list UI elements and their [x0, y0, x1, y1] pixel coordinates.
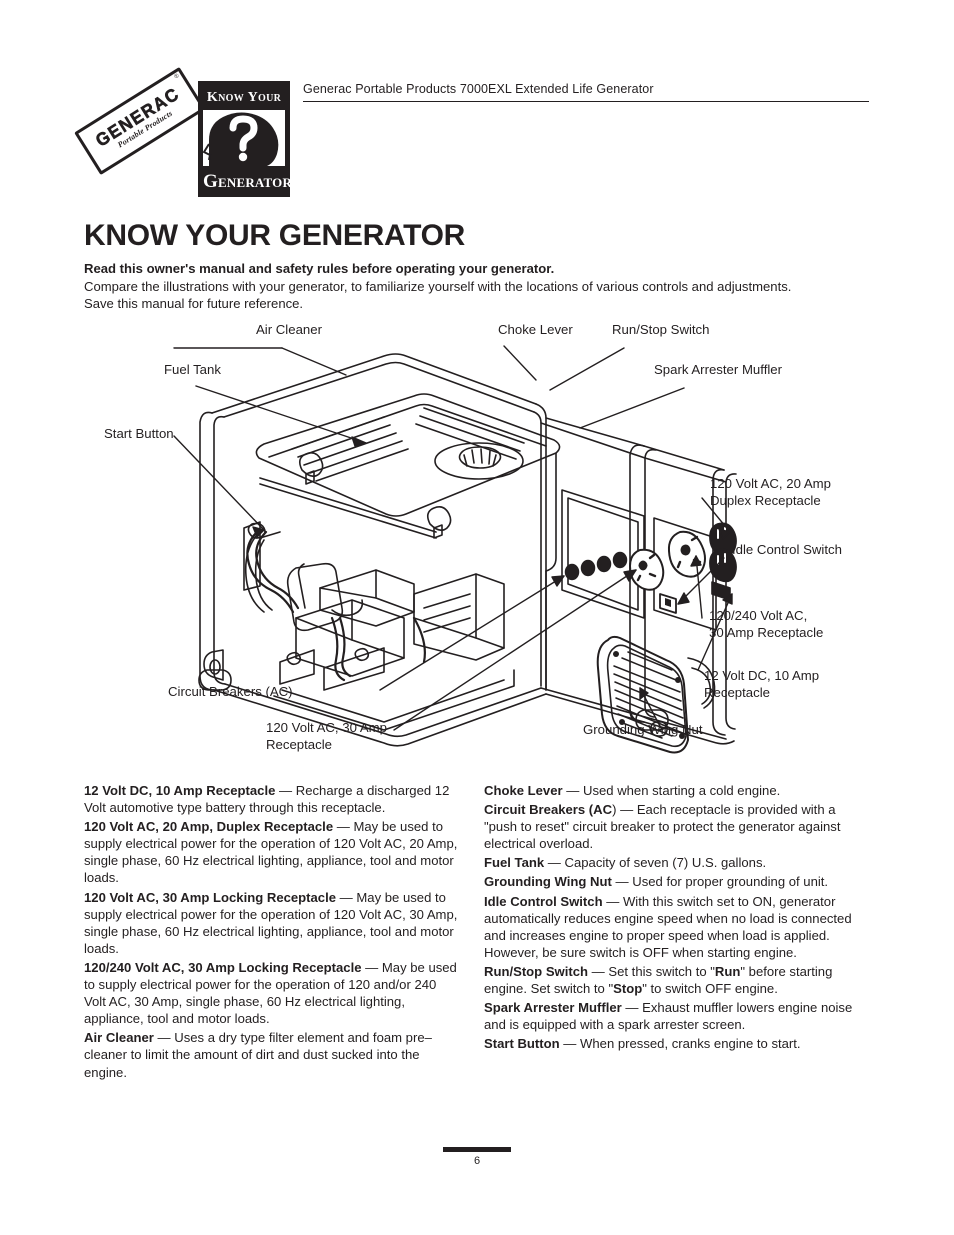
definition-dash: —	[153, 1030, 175, 1046]
definition-entry: Grounding Wing Nut — Used for proper gro…	[484, 873, 866, 890]
registered-mark: ®	[173, 72, 181, 81]
definition-text: When pressed, cranks engine to start.	[580, 1036, 801, 1052]
definition-text: " before starting engine. Set switch to …	[484, 963, 833, 997]
definition-text: Set this switch to "	[608, 963, 715, 979]
definition-dash: —	[621, 1000, 643, 1016]
definition-dash: —	[336, 889, 357, 905]
callout-circuit-breakers: Circuit Breakers (AC)	[168, 684, 293, 699]
callout-grounding-wing-nut: Grounding Wing Nut	[583, 722, 703, 737]
definition-text: May be used to supply electrical power f…	[84, 819, 458, 886]
callout-receptacle-120-30: 120 Volt AC, 30 Amp Receptacle	[266, 720, 387, 752]
definition-entry: 120 Volt AC, 30 Amp Locking Receptacle —…	[84, 889, 459, 957]
definition-dash: —	[275, 783, 296, 798]
definition-text: Used when starting a cold engine.	[582, 783, 781, 798]
definition-entry: Air Cleaner — Uses a dry type filter ele…	[84, 1029, 459, 1080]
callout-receptacle-120-240: 120/240 Volt AC, 30 Amp Receptacle	[709, 608, 824, 640]
definition-text: Recharge a discharged 12 Volt automotive…	[84, 783, 450, 816]
definition-text: Used for proper grounding of unit.	[632, 874, 829, 890]
question-mark-head-icon	[203, 110, 285, 166]
page-title: KNOW YOUR GENERATOR	[84, 219, 465, 252]
definition-entry: 120 Volt AC, 20 Amp, Duplex Receptacle —…	[84, 818, 459, 886]
definition-term: Fuel Tank	[484, 855, 545, 871]
footer-rule	[443, 1147, 511, 1152]
definition-term: Start Button	[484, 1036, 560, 1052]
definition-term: Idle Control Switch	[484, 893, 603, 909]
definition-term: 120 Volt AC, 20 Amp, Duplex Receptacle	[84, 819, 334, 835]
definition-dash: —	[611, 874, 633, 890]
definition-text: Uses a dry type filter element and foam …	[84, 1030, 432, 1080]
callout-idle-control: Idle Control Switch	[732, 542, 842, 557]
definition-dash: —	[602, 893, 623, 909]
intro-body: Compare the illustrations with your gene…	[84, 278, 792, 312]
definition-term: Run/Stop Switch	[484, 963, 589, 979]
know-your-generator-badge: KNOW YOUR GENERATOR	[198, 81, 292, 197]
definition-entry: Run/Stop Switch — Set this switch to "Ru…	[484, 963, 866, 997]
definitions-column-left: 12 Volt DC, 10 Amp Receptacle — Recharge…	[84, 782, 459, 1083]
definitions-column-right: Choke Lever — Used when starting a cold …	[484, 782, 866, 1054]
definition-term: Circuit Breakers (AC	[484, 802, 613, 818]
definition-emphasis: Run	[714, 963, 741, 979]
definition-term: Air Cleaner	[84, 1030, 154, 1046]
definition-emphasis: Stop	[613, 981, 643, 997]
definition-text: With this switch set to ON, generator au…	[484, 893, 852, 960]
definition-dash: —	[562, 783, 583, 798]
definition-entry: Choke Lever — Used when starting a cold …	[484, 782, 866, 799]
definition-dash: —	[616, 802, 637, 818]
generator-figure: Air Cleaner Choke Lever Run/Stop Switch …	[84, 318, 874, 768]
definition-term: Choke Lever	[484, 783, 563, 798]
callout-fuel-tank: Fuel Tank	[164, 362, 221, 377]
definition-text: May be used to supply electrical power f…	[84, 889, 458, 956]
definition-term-tail: )	[612, 802, 617, 818]
badge-top-label: KNOW YOUR	[203, 86, 285, 108]
callout-choke-lever: Choke Lever	[498, 322, 573, 337]
intro-lead: Read this owner's manual and safety rule…	[84, 261, 555, 276]
definition-term: 120 Volt AC, 30 Amp Locking Receptacle	[84, 889, 337, 905]
generac-logo: ® GENERAC Portable Products	[74, 66, 206, 176]
definition-text: " to switch OFF engine.	[642, 981, 778, 997]
definition-dash: —	[361, 959, 382, 975]
definition-term: 12 Volt DC, 10 Amp Receptacle	[84, 783, 276, 798]
running-header-title: Generac Portable Products 7000EXL Extend…	[303, 82, 654, 96]
definition-entry: 120/240 Volt AC, 30 Amp Locking Receptac…	[84, 959, 459, 1027]
definition-text: Exhaust muffler lowers engine noise and …	[484, 1000, 853, 1033]
generac-logo-plate: ® GENERAC Portable Products	[74, 66, 206, 176]
callout-start-button: Start Button	[104, 426, 174, 441]
definition-entry: Idle Control Switch — With this switch s…	[484, 893, 866, 961]
badge-bottom-label: GENERATOR	[203, 168, 292, 195]
definition-term: Grounding Wing Nut	[484, 874, 612, 890]
header-rule	[303, 101, 869, 103]
definition-term: Spark Arrester Muffler	[484, 1000, 622, 1016]
callout-spark-arrester: Spark Arrester Muffler	[654, 362, 783, 377]
intro-paragraph: Read this owner's manual and safety rule…	[84, 260, 814, 313]
definition-entry: Fuel Tank — Capacity of seven (7) U.S. g…	[484, 854, 866, 871]
generator-line-art	[173, 345, 737, 754]
callout-run-stop-switch: Run/Stop Switch	[612, 322, 710, 337]
definition-dash: —	[333, 819, 354, 835]
definition-dash: —	[588, 963, 609, 979]
definition-entry: Circuit Breakers (AC) — Each receptacle …	[484, 801, 866, 852]
definition-entry: 12 Volt DC, 10 Amp Receptacle — Recharge…	[84, 782, 459, 816]
definition-entry: Start Button — When pressed, cranks engi…	[484, 1035, 866, 1052]
callout-air-cleaner: Air Cleaner	[256, 322, 322, 337]
definition-entry: Spark Arrester Muffler — Exhaust muffler…	[484, 999, 866, 1033]
page-number: 6	[473, 1155, 481, 1167]
definition-text: Capacity of seven (7) U.S. gallons.	[564, 855, 767, 871]
callout-receptacle-12vdc: 12 Volt DC, 10 Amp Receptacle	[704, 668, 820, 700]
callout-duplex-receptacle: 120 Volt AC, 20 Amp Duplex Receptacle	[710, 476, 831, 508]
definition-text: May be used to supply electrical power f…	[84, 959, 457, 1027]
definition-dash: —	[559, 1036, 581, 1052]
definition-text: Each receptacle is provided with a "push…	[484, 802, 841, 852]
definition-dash: —	[544, 855, 565, 871]
definition-term: 120/240 Volt AC, 30 Amp Locking Receptac…	[84, 959, 362, 975]
